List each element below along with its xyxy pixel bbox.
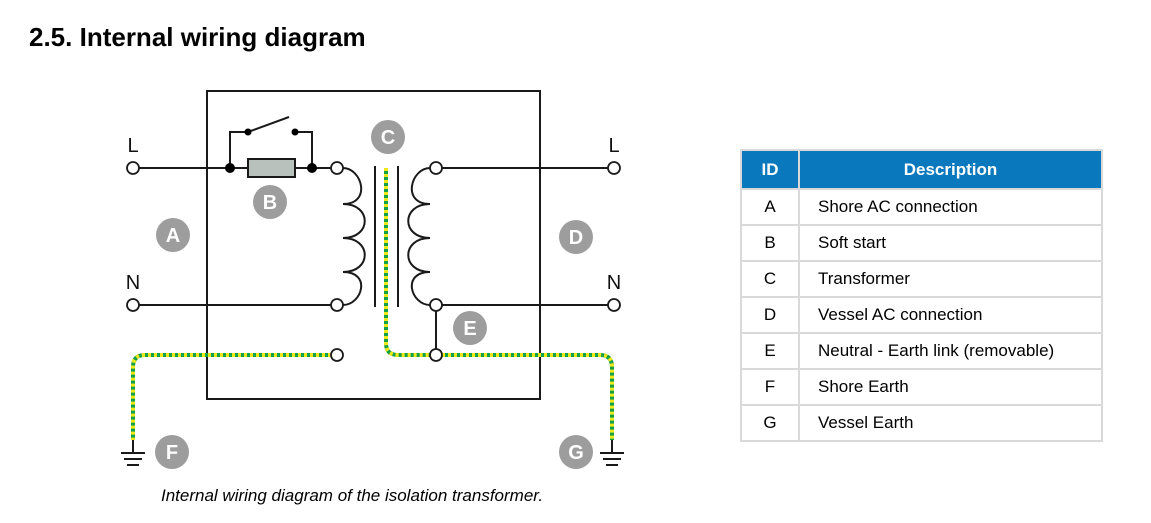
column-header-description: Description <box>798 149 1103 190</box>
badge-e: E <box>453 311 487 345</box>
table-row: E Neutral - Earth link (removable) <box>740 332 1103 370</box>
badge-f: F <box>155 435 189 469</box>
row-id: B <box>740 224 800 262</box>
row-description: Shore Earth <box>798 368 1103 406</box>
wiring-diagram: L N L N A B C D E F G <box>121 90 624 469</box>
svg-text:E: E <box>463 318 476 340</box>
terminal-vessel-earth <box>429 348 443 362</box>
terminal-right-line <box>607 161 621 175</box>
secondary-coil <box>407 167 431 306</box>
row-description: Vessel Earth <box>798 404 1103 442</box>
soft-start-resistor <box>247 158 296 178</box>
terminal-secondary-top <box>429 161 443 175</box>
ground-symbol-vessel <box>600 440 624 466</box>
row-description: Soft start <box>798 224 1103 262</box>
figure-caption: Internal wiring diagram of the isolation… <box>161 486 544 505</box>
earth-wire-vessel <box>442 353 614 440</box>
row-id: G <box>740 404 800 442</box>
table-row: C Transformer <box>740 260 1103 298</box>
earth-wire-shore <box>131 353 331 440</box>
switch-contact-right <box>291 128 299 136</box>
switch-arm <box>247 116 290 133</box>
terminal-shore-earth <box>330 348 344 362</box>
badge-g: G <box>559 435 593 469</box>
switch-contact-left <box>244 128 252 136</box>
label-right-neutral: N <box>607 272 621 294</box>
table-row: D Vessel AC connection <box>740 296 1103 334</box>
svg-text:B: B <box>263 192 277 214</box>
label-left-line: L <box>127 135 138 157</box>
terminal-right-neutral <box>607 298 621 312</box>
legend-header-row: ID Description <box>740 149 1103 190</box>
label-left-neutral: N <box>126 272 140 294</box>
svg-text:C: C <box>381 127 395 149</box>
bypass-wire-right <box>295 131 313 168</box>
table-row: A Shore AC connection <box>740 188 1103 226</box>
table-row: G Vessel Earth <box>740 404 1103 442</box>
table-row: B Soft start <box>740 224 1103 262</box>
table-row: F Shore Earth <box>740 368 1103 406</box>
terminal-primary-bottom <box>330 298 344 312</box>
row-description: Transformer <box>798 260 1103 298</box>
earth-wire-shield <box>384 168 430 357</box>
badge-d: D <box>559 220 593 254</box>
row-id: F <box>740 368 800 406</box>
badge-b: B <box>253 185 287 219</box>
column-header-id: ID <box>740 149 800 190</box>
badge-c: C <box>371 120 405 154</box>
row-id: C <box>740 260 800 298</box>
legend-table: ID Description A Shore AC connection B S… <box>740 149 1103 442</box>
primary-coil <box>342 167 366 306</box>
bypass-wire <box>229 131 248 168</box>
svg-text:F: F <box>166 442 178 464</box>
enclosure-box <box>206 90 541 400</box>
row-id: E <box>740 332 800 370</box>
row-id: A <box>740 188 800 226</box>
svg-text:A: A <box>166 225 180 247</box>
row-id: D <box>740 296 800 334</box>
label-right-line: L <box>608 135 619 157</box>
row-description: Neutral - Earth link (removable) <box>798 332 1103 370</box>
svg-text:D: D <box>569 227 583 249</box>
svg-text:G: G <box>568 442 584 464</box>
terminal-primary-top <box>330 161 344 175</box>
section-heading: 2.5. Internal wiring diagram <box>29 22 366 52</box>
terminal-secondary-bottom <box>429 298 443 312</box>
junction-dot-right <box>307 163 317 173</box>
terminal-left-line <box>126 161 140 175</box>
badge-a: A <box>156 218 190 252</box>
terminal-left-neutral <box>126 298 140 312</box>
ground-symbol-shore <box>121 440 145 466</box>
row-description: Shore AC connection <box>798 188 1103 226</box>
junction-dot-left <box>225 163 235 173</box>
row-description: Vessel AC connection <box>798 296 1103 334</box>
